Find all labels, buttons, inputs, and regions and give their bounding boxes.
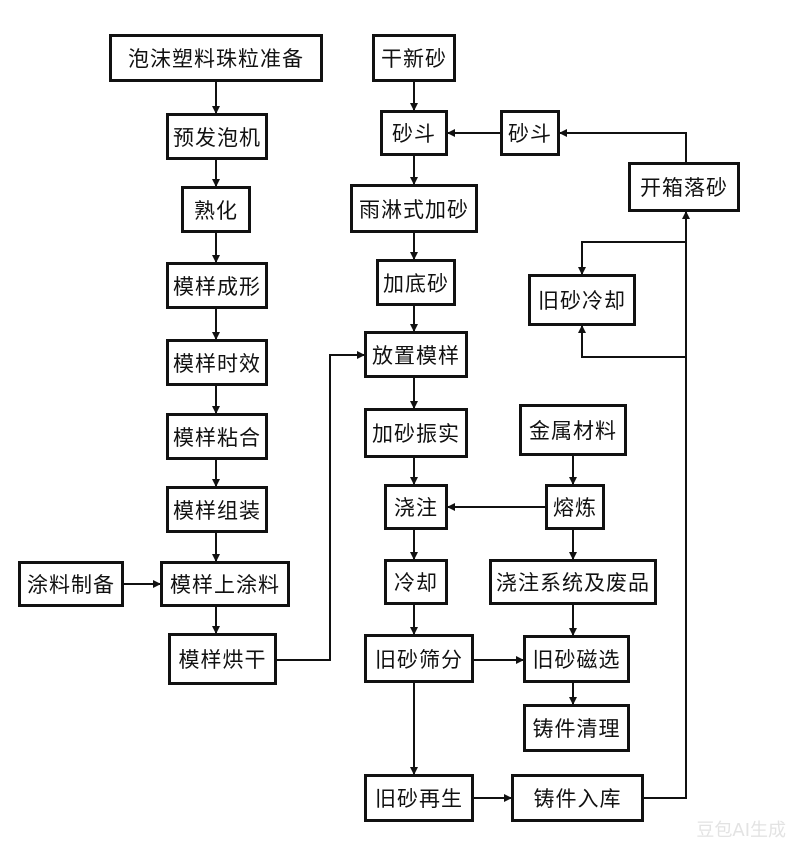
shakeout-box: 开箱落砂: [628, 162, 740, 212]
old-sand-screening-box: 旧砂筛分: [364, 634, 474, 683]
arrow-loop-to-cooling-bottom: [578, 325, 686, 358]
bottom-sand-box: 加底砂: [376, 259, 456, 306]
gating-scrap-box: 浇注系统及废品: [489, 559, 657, 605]
sand-vibrate-box: 加砂振实: [364, 408, 468, 458]
sand-hopper-box: 砂斗: [380, 110, 448, 156]
pattern-coating-box: 模样上涂料: [160, 561, 290, 607]
casting-cleaning-box: 铸件清理: [523, 704, 630, 752]
foam-bead-prep-box: 泡沫塑料珠粒准备: [109, 34, 323, 82]
cooling-box: 冷却: [384, 559, 448, 605]
place-pattern-box: 放置模样: [364, 331, 468, 378]
watermark: 豆包AI生成: [696, 820, 786, 841]
old-sand-regeneration-box: 旧砂再生: [364, 774, 474, 822]
pattern-drying-box: 模样烘干: [168, 633, 277, 685]
pouring-box: 浇注: [384, 484, 448, 530]
aging-box: 熟化: [181, 186, 251, 233]
metal-material-box: 金属材料: [519, 404, 627, 456]
pre-expander-box: 预发泡机: [166, 113, 268, 160]
pattern-assembly-box: 模样组装: [166, 486, 268, 533]
arrow-shakeout-to-hopper-return: [559, 129, 687, 162]
pattern-aging-box: 模样时效: [166, 339, 268, 386]
rain-sand-fill-box: 雨淋式加砂: [350, 184, 478, 233]
melting-box: 熔炼: [545, 484, 605, 530]
arrow-drying-to-place-pattern: [277, 351, 365, 661]
coating-prep-box: 涂料制备: [18, 561, 124, 607]
arrow-storage-to-shakeout: [644, 211, 690, 799]
casting-storage-box: 铸件入库: [511, 774, 644, 822]
pattern-gluing-box: 模样粘合: [166, 413, 268, 460]
old-sand-magnetic-box: 旧砂磁选: [523, 635, 630, 683]
arrow-shakeout-to-cooling-top: [578, 241, 686, 275]
old-sand-cooling-box: 旧砂冷却: [528, 274, 636, 326]
dry-new-sand-box: 干新砂: [372, 34, 456, 82]
pattern-forming-box: 模样成形: [166, 262, 268, 309]
sand-hopper-return-box: 砂斗: [500, 110, 560, 156]
